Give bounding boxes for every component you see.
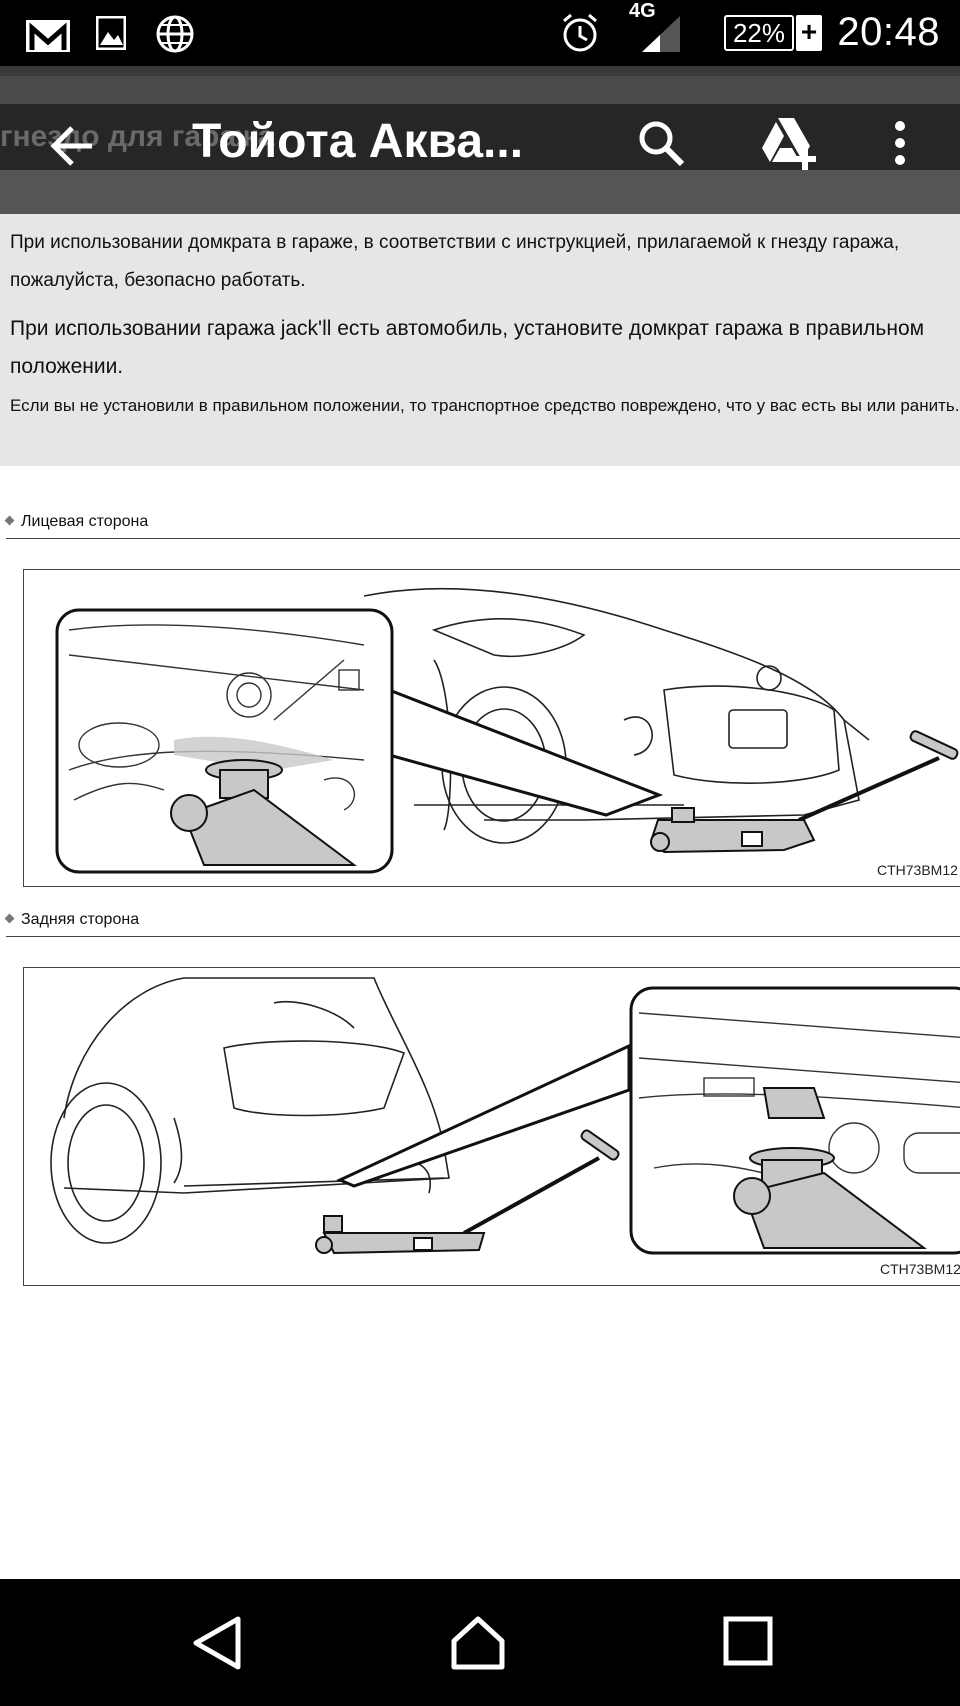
drive-add-icon[interactable] [758,116,820,172]
recents-nav-icon[interactable] [722,1615,774,1667]
gallery-icon [96,16,126,50]
rear-jack-illustration [50,977,960,1255]
signal-icon [642,16,680,52]
charging-indicator: + [796,15,822,51]
warning-notice: При использовании домкрата в гараже, в с… [0,214,960,466]
app-bar-lower [0,170,960,214]
back-icon[interactable] [48,122,96,170]
search-icon[interactable] [636,118,686,168]
notice-paragraph-2: При использовании гаража jack'll есть ав… [10,317,925,378]
background-title: гнездо для гаража [0,120,275,153]
bullet-diamond-icon [4,913,15,924]
section-divider [6,538,960,539]
network-type-label: 4G [629,0,656,22]
figure-code: CTH73BM12 [877,862,958,878]
app-bar: гнездо для гаража Тойота Аква... [0,66,960,214]
navigation-bar [0,1579,960,1706]
section-heading-front: Лицевая сторона [4,513,149,531]
back-nav-icon[interactable] [190,1615,246,1671]
home-nav-icon[interactable] [450,1615,506,1671]
alarm-icon [563,13,597,52]
section-title: Задняя сторона [21,911,140,928]
gmail-icon [26,20,70,52]
status-bar: 4G 22% + 20:48 [0,0,960,66]
battery-level: 22% [732,18,786,48]
section-title: Лицевая сторона [21,513,149,530]
notice-paragraph-3: Если вы не установили в правильном полож… [10,396,960,415]
figure-code: CTH73BM12 [880,1261,960,1277]
rear-jack-figure: CTH73BM12 [23,967,960,1286]
bullet-diamond-icon [4,515,15,526]
notice-paragraph-1: При использовании домкрата в гараже, в с… [10,232,900,291]
battery-icon: 22% [724,15,794,51]
page-title: Тойота Аква... [192,115,524,168]
section-heading-rear: Задняя сторона [4,911,140,929]
section-divider [6,936,960,937]
app-bar-stripe [0,66,960,76]
front-jack-figure: CTH73BM12 [23,569,960,887]
front-jack-illustration [55,587,959,874]
clock: 20:48 [837,10,940,54]
globe-icon [156,15,194,53]
more-vert-icon[interactable] [890,118,910,168]
